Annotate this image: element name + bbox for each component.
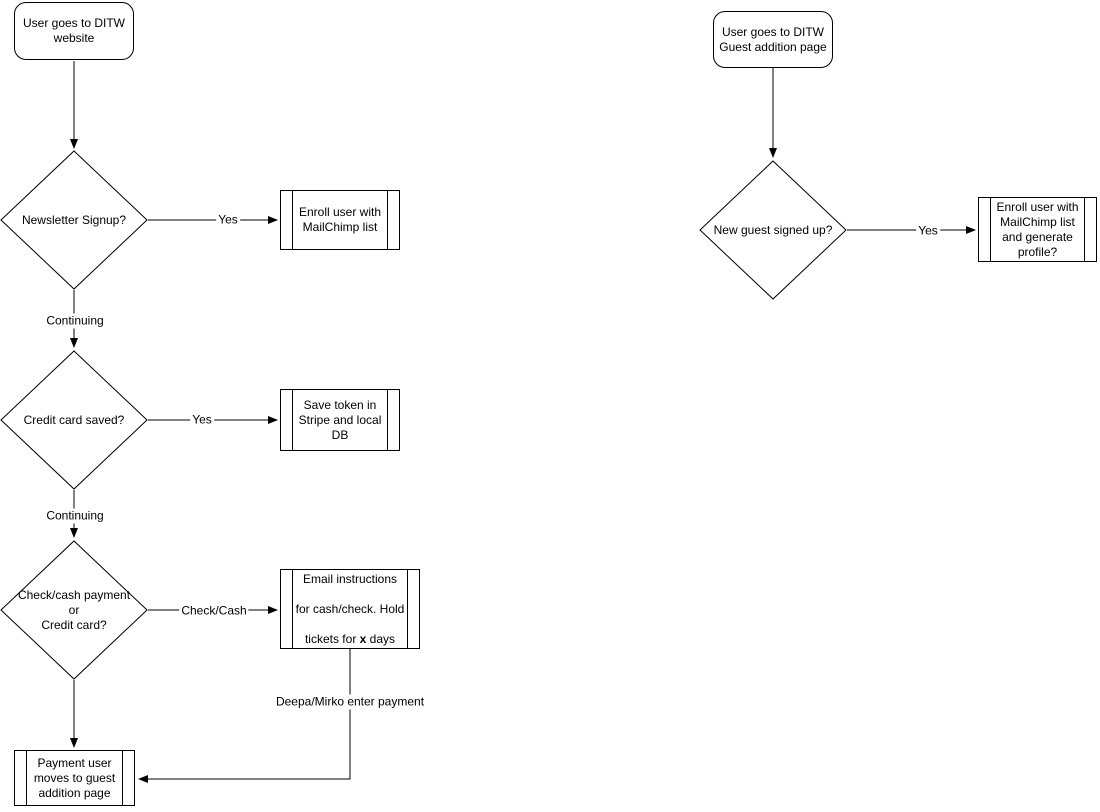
process-label: Save token in Stripe and local DB [298,397,382,442]
edge-label-check-cash: Check/Cash [179,603,249,619]
process-label-line: Email instructions [302,571,398,586]
process-label: Payment user moves to guest addition pag… [33,755,116,800]
diamond-shape [0,350,148,490]
edge-label-continuing-1: Continuing [44,313,106,329]
start-node-guest-addition-page: User goes to DITW Guest addition page [713,11,833,68]
connector-deepa-mirko [138,649,351,783]
subprocess-bar-left [990,198,991,261]
decision-label: New guest signed up? [713,222,833,237]
subprocess-bar-left [292,191,293,249]
edge-label-yes-credit: Yes [190,412,214,428]
subprocess-bar-right [407,570,408,648]
process-label: Email instructions for cash/check. Hold … [281,570,419,648]
decision-label: Newsletter Signup? [21,212,127,227]
process-enroll-generate-profile: Enroll user with MailChimp list and gene… [978,197,1097,262]
edge-label-yes-guest: Yes [916,223,940,239]
diamond-shape [0,540,148,680]
start-node-label: User goes to DITW website [22,16,126,45]
subprocess-bar-right [387,390,388,450]
process-enroll-mailchimp: Enroll user with MailChimp list [280,190,400,250]
decision-payment-method: Check/cash payment or Credit card? [0,540,148,680]
decision-new-guest-signed-up: New guest signed up? [699,160,847,300]
diamond-shape [699,160,847,300]
process-label-line: for cash/check. Hold [295,601,405,616]
diamond-shape [0,150,148,290]
edge-label-continuing-2: Continuing [44,508,106,524]
decision-label: Check/cash payment or Credit card? [17,587,131,632]
process-label: Enroll user with MailChimp list [298,205,382,234]
subprocess-bar-right [122,751,123,805]
subprocess-bar-right [1084,198,1085,261]
process-label: Enroll user with MailChimp list and gene… [996,199,1079,259]
decision-credit-card-saved: Credit card saved? [0,350,148,490]
process-save-token: Save token in Stripe and local DB [280,389,400,451]
edge-label-deepa-mirko: Deepa/Mirko enter payment [273,694,427,710]
start-node-label: User goes to DITW Guest addition page [719,24,827,54]
subprocess-bar-left [292,390,293,450]
process-payment-user-moves: Payment user moves to guest addition pag… [14,750,135,806]
process-label-line: tickets for x days [304,631,396,646]
start-node-user-goes-to-website: User goes to DITW website [14,2,134,60]
decision-label: Credit card saved? [23,412,125,427]
subprocess-bar-left [26,751,27,805]
bold-x-days: x [359,631,367,646]
decision-newsletter-signup: Newsletter Signup? [0,150,148,290]
process-email-instructions: Email instructions for cash/check. Hold … [280,569,420,649]
subprocess-bar-left [292,570,293,648]
edge-label-yes-newsletter: Yes [216,212,240,228]
subprocess-bar-right [387,191,388,249]
